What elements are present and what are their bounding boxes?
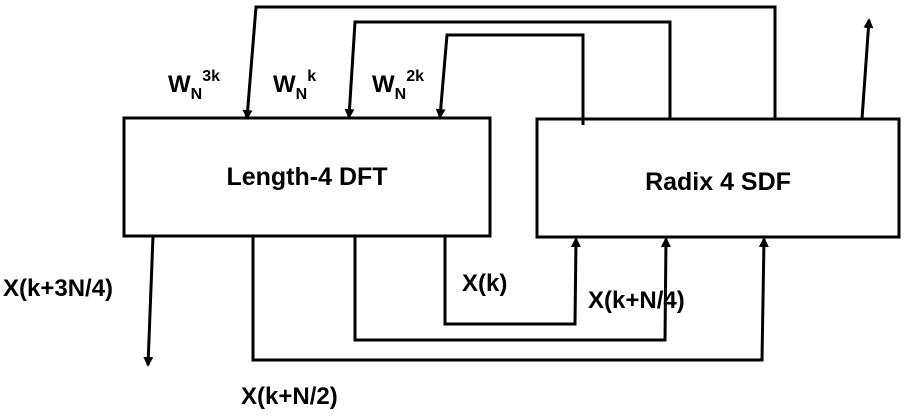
radix4-sdf-label: Radix 4 SDF xyxy=(645,168,791,196)
feedback-wire-w3k xyxy=(242,5,777,120)
wire-xk-n4 xyxy=(353,236,671,342)
output-xk-n2-label: X(k+N/2) xyxy=(241,383,338,410)
twiddle-w3k-label: WN3k xyxy=(168,68,220,103)
output-xk-3n4-label: X(k+3N/4) xyxy=(3,275,113,302)
xk-3n4-output-arrow xyxy=(143,235,155,367)
length4-dft-box xyxy=(122,116,492,238)
feedback-wire-w2k xyxy=(435,33,585,125)
radix4-sdf-box xyxy=(535,117,901,239)
radix4-sdf-block: Radix 4 SDF xyxy=(535,117,901,239)
wire-xk xyxy=(443,236,581,326)
sdf-output-arrow xyxy=(860,18,874,120)
feedback-wire-wk xyxy=(344,20,672,119)
twiddle-wk-label: WNk xyxy=(273,68,316,103)
length4-dft-label: Length-4 DFT xyxy=(226,163,387,191)
output-xk-n4-label: X(k+N/4) xyxy=(588,287,685,314)
length4-dft-block: Length-4 DFT xyxy=(122,116,492,238)
wire-xk-n2 xyxy=(251,236,769,362)
twiddle-w2k-label: WN2k xyxy=(372,68,424,103)
output-xk-label: X(k) xyxy=(462,270,507,297)
